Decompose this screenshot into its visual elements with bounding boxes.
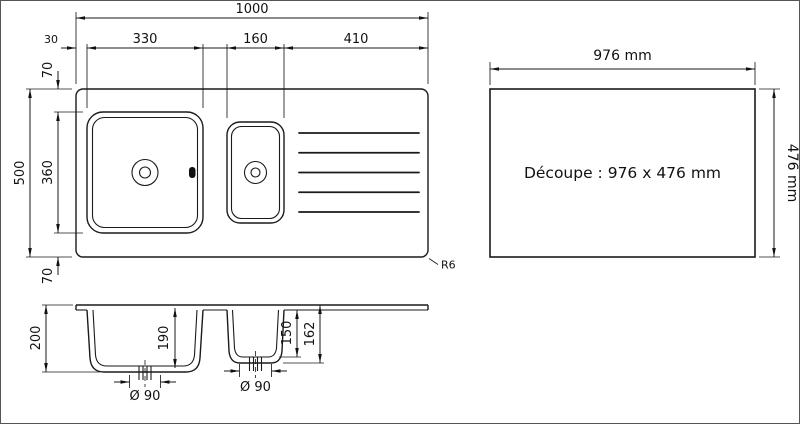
- small-bowl-outer: [226, 121, 285, 224]
- sink-outline: [75, 88, 429, 258]
- dim-small-drain-diameter: Ø 90: [224, 364, 287, 395]
- dim-label-bowl-width: 330: [133, 32, 158, 47]
- dim-large-bowl-depth: 190: [157, 308, 177, 368]
- dim-small-bowl-depth-inner: 150: [279, 310, 301, 358]
- small-bowl-section-inner: [231, 309, 280, 358]
- plan-dimensions: 1000 30 330 160 410 500 70: [13, 2, 456, 284]
- section-view: [75, 304, 429, 387]
- small-bowl: [226, 121, 285, 224]
- dim-label-small-bowl-depth-outer: 162: [303, 322, 318, 347]
- overflow-hole-icon: [189, 167, 196, 178]
- plan-view: [75, 88, 429, 258]
- large-bowl-section-inner: [92, 309, 198, 367]
- large-bowl-inner: [91, 116, 199, 229]
- large-bowl-drain-icon: [131, 158, 159, 187]
- dim-total-depth: 200: [29, 305, 48, 372]
- small-bowl-drain-center-icon: [250, 167, 261, 178]
- dim-drainboard-width: 410: [284, 32, 428, 50]
- small-drain-stub: [248, 351, 263, 378]
- dim-label-total-width: 1000: [235, 2, 268, 17]
- dim-label-cutout-height: 476 mm: [784, 144, 800, 202]
- dim-label-small-bowl-depth-inner: 150: [280, 321, 295, 346]
- cutout-panel: Découpe : 976 x 476 mm 976 mm 476 mm: [489, 48, 800, 258]
- dim-cutout-width: 976 mm: [489, 48, 756, 85]
- dim-label-small-drain: Ø 90: [240, 380, 271, 395]
- dim-large-drain-diameter: Ø 90: [114, 375, 176, 404]
- cutout-rect: [489, 88, 756, 258]
- dim-label-total-depth: 200: [29, 326, 44, 351]
- dim-small-bowl-width: 160: [227, 32, 284, 50]
- dim-label-cutout-width: 976 mm: [593, 48, 651, 64]
- leader-line: [428, 258, 439, 265]
- dim-label-top-margin: 70: [41, 62, 56, 79]
- cutout-label: Découpe : 976 x 476 mm: [524, 164, 721, 182]
- dim-total-width: 1000: [76, 2, 428, 20]
- dim-corner-radius: R6: [428, 258, 456, 272]
- dim-label-small-bowl-width: 160: [243, 32, 268, 47]
- dim-label-large-bowl-depth: 190: [157, 326, 172, 351]
- dim-label-total-height: 500: [13, 161, 28, 186]
- drainboard-grooves: [298, 132, 420, 213]
- large-bowl-drain-center-icon: [138, 166, 152, 179]
- dim-cutout-height: 476 mm: [759, 88, 800, 258]
- dim-top-margin: 70: [41, 62, 60, 89]
- small-bowl-inner: [230, 125, 281, 220]
- dim-label-large-drain: Ø 90: [130, 389, 161, 404]
- small-bowl-drain-icon: [243, 160, 268, 185]
- dim-label-bottom-margin: 70: [41, 268, 56, 285]
- dim-label-left-offset: 30: [44, 33, 58, 46]
- large-bowl-outer: [86, 111, 204, 234]
- dim-left-offset: 30: [44, 33, 76, 50]
- dim-total-height: 500: [13, 89, 32, 257]
- dim-bottom-margin: 70: [41, 257, 60, 285]
- dim-bowl-height: 360: [41, 112, 60, 233]
- dim-label-bowl-height: 360: [41, 160, 56, 185]
- large-bowl: [86, 111, 204, 234]
- dim-bowl-width: 330: [87, 32, 203, 50]
- section-dimensions: 200 190 150 162 Ø 90 Ø 90: [29, 304, 324, 404]
- dim-label-corner-radius: R6: [441, 259, 456, 272]
- dim-small-bowl-depth-outer: 162: [283, 305, 324, 364]
- dim-label-drainboard-width: 410: [344, 32, 369, 47]
- large-drain-stub: [138, 360, 152, 387]
